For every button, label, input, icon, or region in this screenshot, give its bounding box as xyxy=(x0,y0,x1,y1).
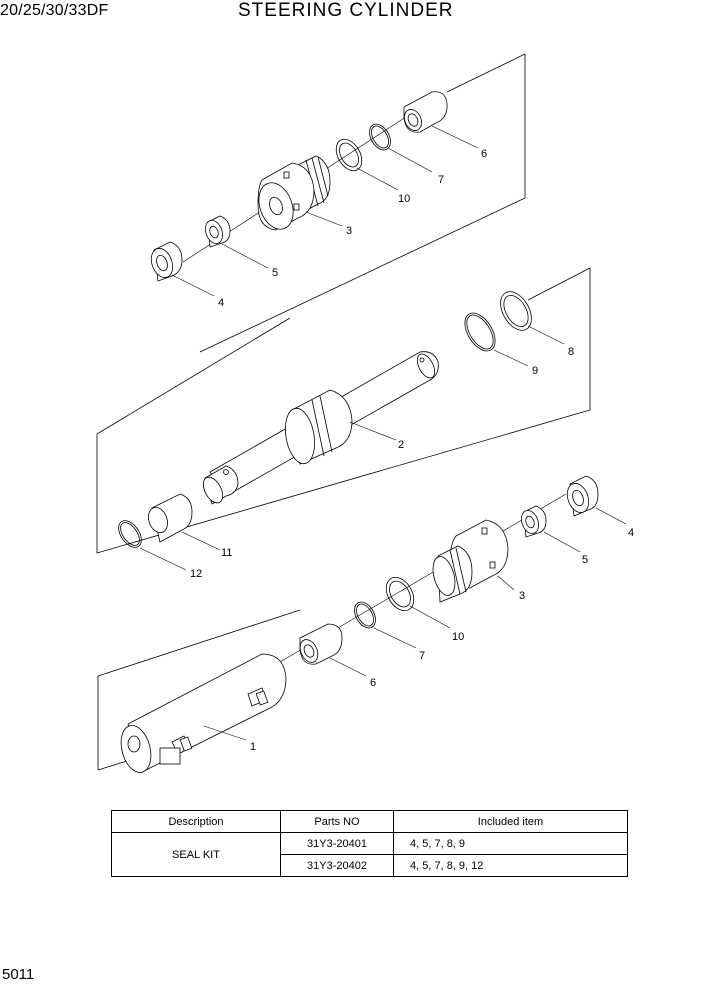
upper-leader-lines xyxy=(171,125,479,297)
seal-kit-table: Description Parts NO Included item SEAL … xyxy=(111,810,628,877)
bushing-part xyxy=(148,493,193,543)
callout-10-upper: 10 xyxy=(398,193,410,205)
lower-wiper-part xyxy=(521,505,547,538)
callout-3-lower: 3 xyxy=(519,590,525,602)
upper-backup-ring-part xyxy=(335,138,363,172)
page-title: STEERING CYLINDER xyxy=(238,0,454,21)
callout-2: 2 xyxy=(398,439,404,451)
header-parts-no: Parts NO xyxy=(280,810,394,833)
page-number: 5011 xyxy=(2,966,35,983)
upper-group-frame xyxy=(199,53,526,353)
exploded-view-diagram: 1 2 3 4 5 6 7 8 9 10 11 12 3 4 5 6 7 10 xyxy=(96,53,634,773)
callout-6-upper: 6 xyxy=(481,148,487,160)
middle-leader-lines xyxy=(139,325,565,571)
lower-oring-part xyxy=(354,601,376,629)
callout-4-upper: 4 xyxy=(218,297,224,309)
piston-seal-part xyxy=(464,312,496,352)
lower-sleeve-part xyxy=(299,623,343,665)
callout-8: 8 xyxy=(568,346,574,358)
callout-3-upper: 3 xyxy=(346,225,352,237)
callout-1: 1 xyxy=(250,741,256,753)
callout-labels: 1 2 3 4 5 6 7 8 9 10 11 12 3 4 5 6 7 10 xyxy=(190,148,634,753)
callout-10-lower: 10 xyxy=(452,631,464,643)
callout-12: 12 xyxy=(190,568,202,580)
callout-4-lower: 4 xyxy=(628,527,634,539)
callout-7-upper: 7 xyxy=(438,174,444,186)
rider-ring-part xyxy=(500,291,532,331)
o-ring-part xyxy=(118,520,142,548)
callout-6-lower: 6 xyxy=(370,677,376,689)
cylinder-tube-part xyxy=(120,653,287,773)
table-row: 31Y3-20402 4, 5, 7, 8, 9, 12 xyxy=(112,854,628,877)
lower-dust-seal-part xyxy=(566,475,599,517)
callout-11: 11 xyxy=(221,547,232,559)
upper-gland-part xyxy=(257,155,331,231)
upper-sleeve-part xyxy=(403,91,448,133)
upper-dust-seal-part xyxy=(150,241,183,282)
table-row: SEAL KIT 31Y3-20401 4, 5, 7, 8, 9 xyxy=(111,832,628,877)
lower-group-frame xyxy=(97,609,301,771)
header-included-item: Included item xyxy=(393,810,628,833)
upper-wiper-part xyxy=(205,215,231,248)
included-items-cell: 4, 5, 7, 8, 9, 12 xyxy=(393,854,628,877)
seal-kit-description: SEAL KIT xyxy=(111,832,281,877)
model-label: 20/25/30/33DF xyxy=(0,2,109,19)
piston-rod-part xyxy=(202,351,439,505)
middle-group-frame xyxy=(96,267,591,554)
lower-leader-lines xyxy=(203,507,627,741)
lower-gland-part xyxy=(432,519,509,603)
upper-oring-part xyxy=(369,123,391,151)
callout-7-lower: 7 xyxy=(419,650,425,662)
table-header-row: Description Parts NO Included item xyxy=(111,810,628,833)
callout-5-upper: 5 xyxy=(272,267,278,279)
header-description: Description xyxy=(111,810,281,833)
part-no-cell: 31Y3-20401 xyxy=(280,832,394,855)
callout-5-lower: 5 xyxy=(582,554,588,566)
part-no-cell: 31Y3-20402 xyxy=(280,854,394,877)
callout-9: 9 xyxy=(532,365,538,377)
included-items-cell: 4, 5, 7, 8, 9 xyxy=(393,832,628,855)
lower-backup-ring-part xyxy=(385,576,415,612)
